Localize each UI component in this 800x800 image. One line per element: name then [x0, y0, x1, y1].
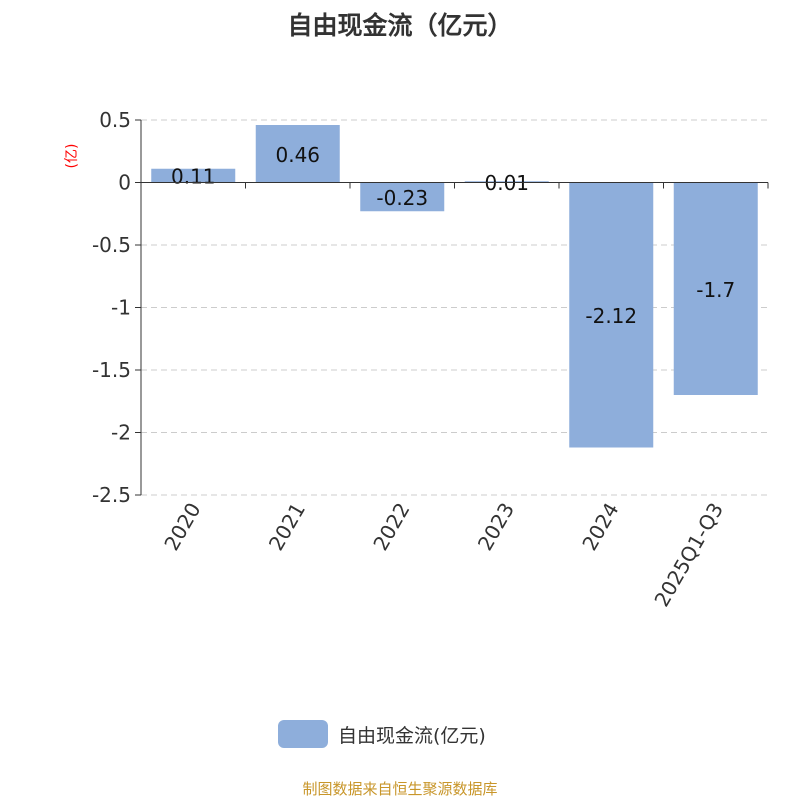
bar [360, 182, 445, 212]
x-tick-label: 2021 [264, 499, 310, 555]
x-tick-label: 2025Q1-Q3 [649, 499, 728, 611]
bar [569, 182, 654, 448]
y-tick-label: -2 [111, 421, 131, 445]
y-tick-label: -0.5 [92, 233, 131, 257]
y-tick-label: 0.5 [99, 108, 131, 132]
bar [151, 168, 236, 183]
legend-swatch [278, 720, 328, 748]
x-tick-label: 2024 [577, 499, 623, 555]
bar [464, 181, 549, 183]
x-tick-label: 2020 [159, 499, 205, 555]
data-label: 0.11 [171, 165, 216, 189]
y-tick-label: -2.5 [92, 483, 131, 507]
data-label: 0.46 [275, 143, 320, 167]
y-tick-label: 0 [118, 171, 131, 195]
legend[interactable]: 自由现金流(亿元) [278, 720, 486, 748]
x-tick-label: 2022 [368, 499, 414, 555]
chart-title: 自由现金流（亿元） [287, 11, 513, 40]
data-label: -2.12 [585, 304, 637, 328]
data-label: -1.7 [696, 278, 735, 302]
x-tick-label: 2023 [473, 499, 519, 555]
source-note: 制图数据来自恒生聚源数据库 [302, 780, 498, 798]
y-tick-label: -1 [111, 296, 131, 320]
y-tick-label: -1.5 [92, 358, 131, 382]
legend-label: 自由现金流(亿元) [338, 724, 486, 747]
bar [255, 125, 340, 183]
bar [673, 182, 758, 395]
data-label: -0.23 [376, 186, 428, 210]
y-axis-label: (亿) [64, 144, 80, 169]
